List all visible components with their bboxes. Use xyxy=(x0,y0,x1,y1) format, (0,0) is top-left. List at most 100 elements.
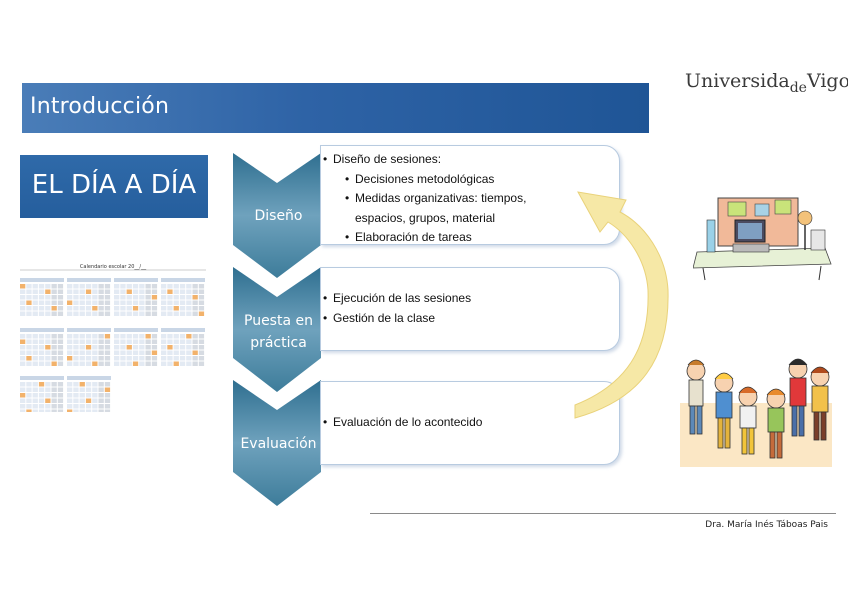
calendar-day-cell xyxy=(145,295,151,300)
calendar-day-cell xyxy=(38,398,45,403)
calendar-day-cell xyxy=(92,382,98,387)
calendar-day-cell xyxy=(20,284,26,289)
calendar-day-cell xyxy=(173,311,179,316)
calendar-day-cell xyxy=(161,284,167,289)
calendar-day-cell xyxy=(32,289,38,294)
calendar-day-cell xyxy=(85,334,92,339)
calendar-day-cell xyxy=(179,350,186,355)
calendar-day-cell xyxy=(57,289,64,294)
calendar-day-cell xyxy=(167,295,173,300)
calendar-day-cell xyxy=(114,306,120,311)
calendar-day-cell xyxy=(79,284,85,289)
calendar-day-cell xyxy=(104,404,111,409)
calendar-day-cell xyxy=(26,387,32,392)
calendar-day-cell xyxy=(51,356,57,361)
calendar-day-cell xyxy=(198,356,205,361)
calendar-day-cell xyxy=(38,350,45,355)
calendar-day-cell xyxy=(67,350,73,355)
calendar-day-cell xyxy=(45,300,51,305)
calendar-day-cell xyxy=(51,382,57,387)
calendar-day-cell xyxy=(73,350,79,355)
calendar-day-cell xyxy=(132,284,139,289)
calendar-day-cell xyxy=(98,339,104,344)
calendar-day-cell xyxy=(139,300,145,305)
calendar-day-cell xyxy=(85,306,92,311)
calendar-day-cell xyxy=(51,306,57,311)
calendar-day-cell xyxy=(32,350,38,355)
calendar-day-cell xyxy=(45,398,51,403)
calendar-day-cell xyxy=(38,382,45,387)
calendar-day-cell xyxy=(139,361,145,366)
calendar-day-cell xyxy=(92,356,98,361)
calendar-month-header xyxy=(67,376,111,380)
calendar-day-cell xyxy=(98,334,104,339)
calendar-day-cell xyxy=(114,284,120,289)
calendar-day-cell xyxy=(132,311,139,316)
calendar-day-cell xyxy=(161,350,167,355)
calendar-day-cell xyxy=(192,361,198,366)
calendar-day-cell xyxy=(67,300,73,305)
chevron-evaluation xyxy=(233,380,321,506)
calendar-day-cell xyxy=(85,409,92,414)
calendar-day-cell xyxy=(179,356,186,361)
calendar-day-cell xyxy=(198,361,205,366)
calendar-day-cell xyxy=(57,398,64,403)
calendar-day-cell xyxy=(79,345,85,350)
calendar-day-cell xyxy=(192,289,198,294)
step-label-evaluation: Evaluación xyxy=(240,436,317,452)
calendar-day-cell xyxy=(173,339,179,344)
calendar-day-cell xyxy=(26,393,32,398)
calendar-day-cell xyxy=(104,289,111,294)
calendar-day-cell xyxy=(114,339,120,344)
calendar-day-cell xyxy=(20,339,26,344)
calendar-day-cell xyxy=(192,339,198,344)
chevron-design xyxy=(233,153,321,278)
calendar-day-cell xyxy=(126,300,132,305)
calendar-day-cell xyxy=(104,339,111,344)
calendar-day-cell xyxy=(45,284,51,289)
calendar-day-cell xyxy=(51,311,57,316)
calendar-day-cell xyxy=(32,300,38,305)
calendar-day-cell xyxy=(51,300,57,305)
calendar-day-cell xyxy=(126,350,132,355)
calendar-day-cell xyxy=(20,404,26,409)
calendar-day-cell xyxy=(57,409,64,414)
calendar-day-cell xyxy=(126,356,132,361)
calendar-day-cell xyxy=(79,306,85,311)
calendar-day-cell xyxy=(120,339,126,344)
calendar-day-cell xyxy=(79,387,85,392)
panel-design-item-3: espacios, grupos, material xyxy=(355,210,496,225)
calendar-day-cell xyxy=(173,361,179,366)
calendar-day-cell xyxy=(51,339,57,344)
calendar-day-cell xyxy=(192,311,198,316)
calendar-day-cell xyxy=(173,284,179,289)
calendar-day-cell xyxy=(57,393,64,398)
calendar-day-cell xyxy=(67,404,73,409)
calendar-day-cell xyxy=(85,398,92,403)
calendar-day-cell xyxy=(85,295,92,300)
calendar-day-cell xyxy=(32,409,38,414)
calendar-day-cell xyxy=(151,345,158,350)
calendar-day-cell xyxy=(79,361,85,366)
calendar-day-cell xyxy=(120,350,126,355)
calendar-day-cell xyxy=(32,284,38,289)
calendar-day-cell xyxy=(73,404,79,409)
process-chevrons xyxy=(233,153,321,506)
calendar-day-cell xyxy=(67,393,73,398)
calendar-day-cell xyxy=(167,361,173,366)
calendar-day-cell xyxy=(20,306,26,311)
calendar-day-cell xyxy=(51,393,57,398)
calendar-day-cell xyxy=(126,339,132,344)
calendar-day-cell xyxy=(161,356,167,361)
calendar-day-cell xyxy=(85,289,92,294)
calendar-day-cell xyxy=(57,345,64,350)
calendar-day-cell xyxy=(161,334,167,339)
calendar-day-cell xyxy=(38,295,45,300)
calendar-day-cell xyxy=(26,398,32,403)
calendar-day-cell xyxy=(139,289,145,294)
calendar-month-header xyxy=(20,278,64,282)
calendar-day-cell xyxy=(67,289,73,294)
calendar-day-cell xyxy=(167,345,173,350)
calendar-day-cell xyxy=(198,339,205,344)
calendar-day-cell xyxy=(161,295,167,300)
